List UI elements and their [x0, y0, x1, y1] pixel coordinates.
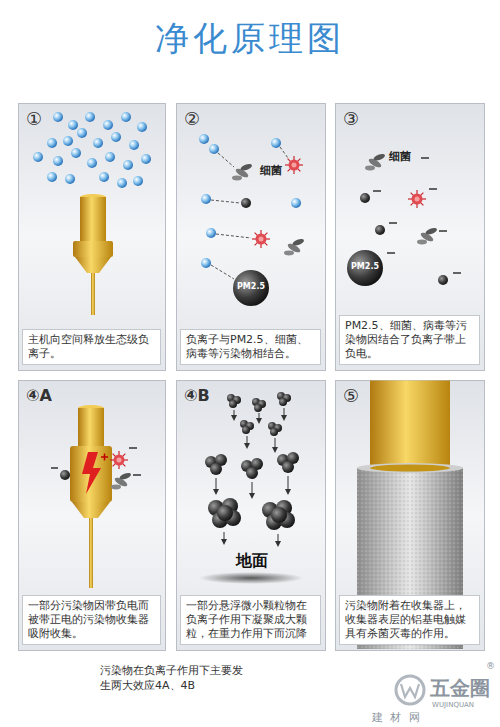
step-number: ④B	[184, 385, 210, 407]
step-number: ⑤	[343, 385, 359, 407]
step-caption: 一部分污染物因带负电而被带正电的污染物收集器吸附收集。	[22, 595, 161, 645]
step-panel: ② 负离子与PM2.5、细菌、病毒等污染物相结合。	[176, 103, 325, 370]
step-panel: ④A 一部分污染物因带负电而被带正电的污染物收集器吸附收集。	[18, 380, 165, 650]
step-caption: 一部分悬浮微小颗粒物在负离子作用下凝聚成大颗粒，在重力作用下而沉降	[180, 595, 321, 645]
step-panel: ① 主机向空间释放生态级负离子。	[18, 103, 165, 370]
step-number: ①	[26, 108, 42, 130]
step-caption: 主机向空间释放生态级负离子。	[22, 329, 161, 365]
step-number: ②	[184, 108, 200, 130]
annotation-label: WUJINQUAN	[432, 701, 474, 709]
annotation-label: PM2.5	[234, 282, 268, 292]
annotation-label: ®	[486, 661, 495, 672]
annotation-label: 五金圈	[430, 676, 490, 700]
step-caption: 负离子与PM2.5、细菌、病毒等污染物相结合。	[180, 329, 321, 365]
step-panel: ④B 一部分悬浮微小颗粒物在负离子作用下凝聚成大颗粒，在重力作用下而沉降	[176, 380, 325, 650]
step-caption: 污染物附着在收集器上，收集器表层的铝基电触媒具有杀菌灭毒的作用。	[339, 595, 480, 645]
annotation-label: 建 材 网	[372, 711, 422, 724]
step-panel: ③ PM2.5、细菌、病毒等污染物因结合了负离子带上负电。	[335, 103, 484, 370]
annotation-label: 地面	[236, 551, 268, 570]
step-number: ④A	[26, 385, 52, 407]
step-number: ③	[343, 108, 359, 130]
annotation-label: 细菌	[389, 150, 411, 163]
annotation-label: 细菌	[260, 164, 282, 177]
step-panel: ⑤ 污染物附着在收集器上，收集器表层的铝基电触媒具有杀菌灭毒的作用。	[335, 380, 484, 650]
footnote: 污染物在负离子作用下主要发生两大效应4A、4B	[100, 663, 250, 693]
step-caption: PM2.5、细菌、病毒等污染物因结合了负离子带上负电。	[339, 315, 480, 365]
diagram-title: 净化原理图	[0, 16, 500, 60]
annotation-label: PM2.5	[348, 262, 382, 272]
